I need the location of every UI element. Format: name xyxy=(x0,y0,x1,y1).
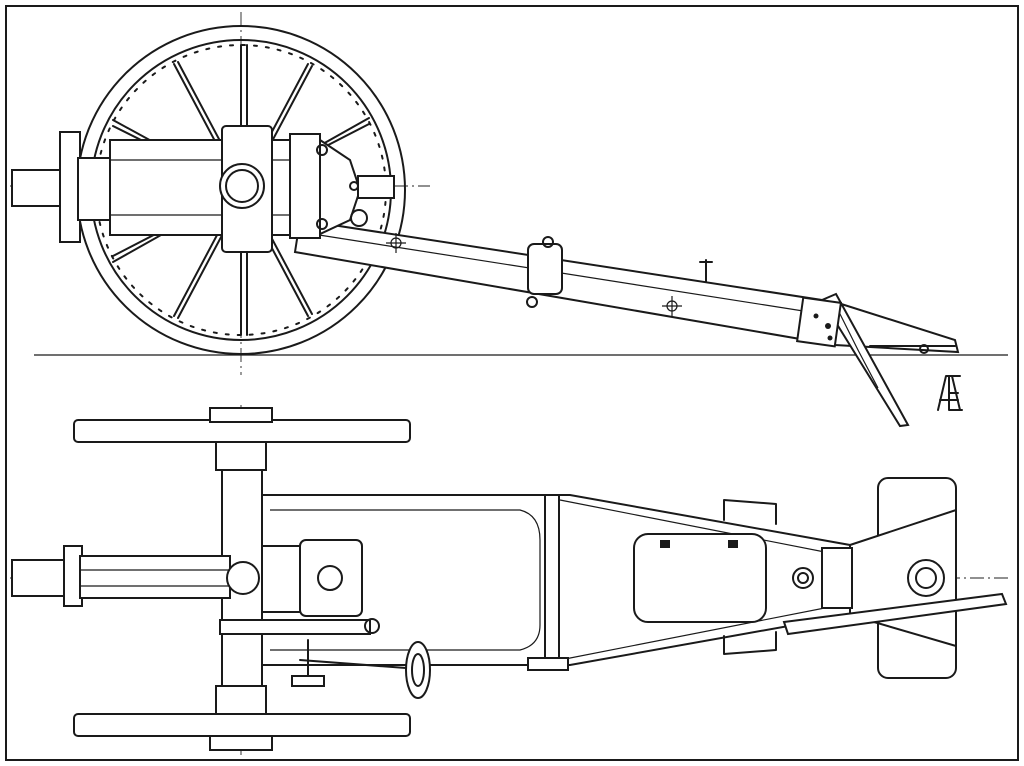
barrel-assembly-plan xyxy=(11,539,380,635)
tool-box-plan xyxy=(633,533,767,623)
side-elevation-view xyxy=(10,12,1008,428)
barrel-muzzle xyxy=(11,169,65,207)
plan-view xyxy=(10,405,1010,755)
trail-handle-side xyxy=(527,243,563,295)
trail-handle-bottom-plan xyxy=(723,631,777,655)
elevating-handwheel xyxy=(291,639,431,699)
wheel-top-plan xyxy=(73,419,411,443)
tow-lever xyxy=(782,592,1008,636)
ae-logo xyxy=(937,375,963,411)
drawing-border xyxy=(5,5,1019,761)
barrel-assembly-side xyxy=(11,125,395,253)
trail-handle-top-plan xyxy=(723,499,777,525)
trail-side xyxy=(293,218,960,428)
wheel-bottom-plan xyxy=(73,713,411,737)
breech-mechanism xyxy=(299,539,363,617)
trail-spade xyxy=(820,292,910,428)
